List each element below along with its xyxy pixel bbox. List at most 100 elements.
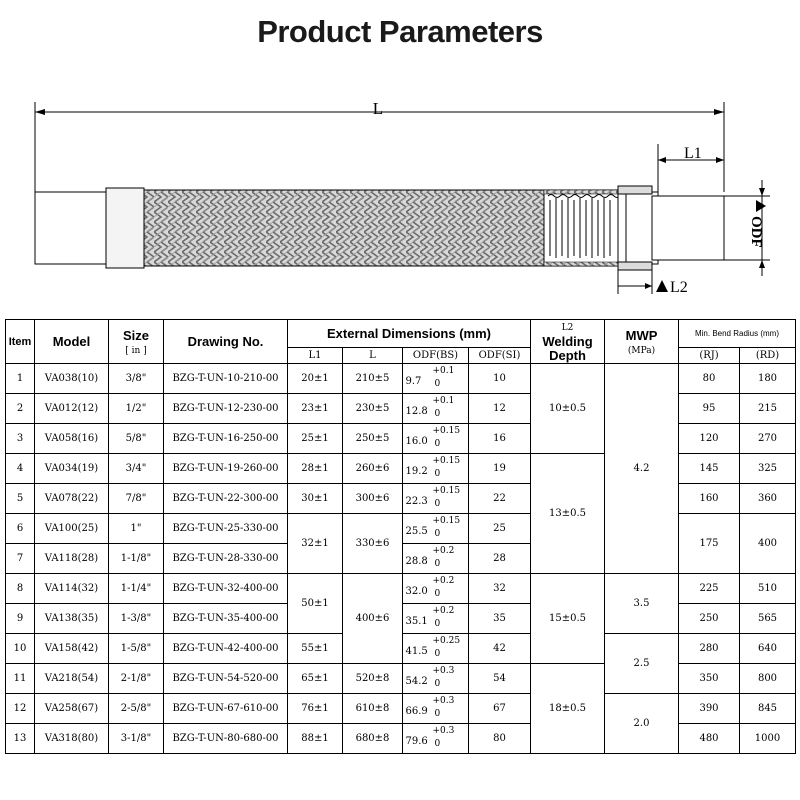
cell-model: VA012(12) [34, 393, 109, 424]
cell-odf-si: 32 [468, 573, 531, 604]
odf-value: 9.7 [405, 376, 422, 387]
cell-rd: 215 [739, 393, 796, 424]
cell-model: VA118(28) [34, 543, 109, 574]
header-size-label: Size [122, 327, 149, 343]
odf-value: 79.6 [405, 736, 428, 747]
odf-tol-lower: 0 [434, 679, 441, 689]
cell-drawing: BZG-T-UN-16-250-00 [163, 423, 288, 454]
cell-drawing: BZG-T-UN-32-400-00 [163, 573, 288, 604]
odf-tol-lower: 0 [434, 619, 441, 629]
cell-odf-si: 54 [468, 663, 531, 694]
cell-rj: 280 [678, 633, 740, 664]
cell-l: 210±5 [342, 363, 403, 394]
cell-item: 5 [5, 483, 35, 514]
cell-item: 10 [5, 633, 35, 664]
cell-model: VA058(16) [34, 423, 109, 454]
cell-size: 1-3/8" [108, 603, 164, 634]
header-drawing-no: Drawing No. [163, 319, 288, 364]
header-min-bend-radius: Min. Bend Radius (mm) [678, 319, 796, 348]
cell-rd: 800 [739, 663, 796, 694]
cell-drawing: BZG-T-UN-19-260-00 [163, 453, 288, 484]
odf-tol-lower: 0 [434, 499, 441, 509]
cell-l: 300±6 [342, 483, 403, 514]
odf-tol-upper: +0.25 [432, 636, 461, 646]
table-row: 2 VA012(12) 1/2" BZG-T-UN-12-230-00 23±1… [5, 393, 796, 424]
cell-drawing: BZG-T-UN-80-680-00 [163, 723, 288, 754]
cell-l: 260±6 [342, 453, 403, 484]
label-l1: L1 [684, 145, 702, 162]
cell-model: VA034(19) [34, 453, 109, 484]
odf-tol-lower: 0 [434, 739, 441, 749]
odf-tol-upper: +0.15 [432, 486, 461, 496]
odf-tol-upper: +0.3 [432, 696, 455, 706]
cell-odf-si: 16 [468, 423, 531, 454]
odf-value: 16.0 [405, 436, 428, 447]
odf-tol-upper: +0.15 [432, 516, 461, 526]
cell-l: 330±6 [342, 513, 403, 574]
cell-item: 9 [5, 603, 35, 634]
header-size: Size [ in ] [108, 319, 164, 364]
cell-welding-depth: 13±0.5 [530, 453, 605, 574]
cell-drawing: BZG-T-UN-12-230-00 [163, 393, 288, 424]
odf-tol-lower: 0 [434, 709, 441, 719]
cell-l1: 55±1 [287, 633, 343, 664]
header-l2-welding-depth: L2 Welding Depth [530, 319, 605, 364]
hose-drawing: L L1 [34, 99, 770, 296]
label-l2: L2 [670, 279, 688, 296]
cell-rj: 95 [678, 393, 740, 424]
cell-l: 400±6 [342, 573, 403, 664]
cell-rd: 360 [739, 483, 796, 514]
table-row: 5 VA078(22) 7/8" BZG-T-UN-22-300-00 30±1… [5, 483, 796, 514]
cell-odf-si: 28 [468, 543, 531, 574]
cell-l1: 50±1 [287, 573, 343, 634]
cell-l: 520±8 [342, 663, 403, 694]
cell-rd: 400 [739, 513, 796, 574]
cell-size: 2-1/8" [108, 663, 164, 694]
header-model: Model [34, 319, 109, 364]
cell-item: 4 [5, 453, 35, 484]
cell-model: VA038(10) [34, 363, 109, 394]
cell-rj: 80 [678, 363, 740, 394]
cell-l1: 76±1 [287, 693, 343, 724]
cell-model: VA138(35) [34, 603, 109, 634]
cell-item: 13 [5, 723, 35, 754]
odf-value: 41.5 [405, 646, 428, 657]
page-title: Product Parameters [257, 14, 543, 49]
odf-tol-lower: 0 [434, 559, 441, 569]
table-row: 11 VA218(54) 2-1/8" BZG-T-UN-54-520-00 6… [5, 663, 796, 754]
odf-value: 25.5 [405, 526, 428, 537]
cell-rj: 250 [678, 603, 740, 634]
cell-rd: 845 [739, 693, 796, 724]
header-l: L [342, 347, 403, 364]
odf-tol-upper: +0.15 [432, 426, 461, 436]
odf-value: 12.8 [405, 406, 428, 417]
table-row: 6 VA100(25) 1" BZG-T-UN-25-330-00 32±1 3… [5, 513, 796, 574]
header-size-unit: [ in ] [125, 345, 147, 356]
cell-item: 12 [5, 693, 35, 724]
cell-rd: 565 [739, 603, 796, 634]
cell-item: 2 [5, 393, 35, 424]
cell-l1: 28±1 [287, 453, 343, 484]
cell-size: 3/8" [108, 363, 164, 394]
cell-rj: 350 [678, 663, 740, 694]
cell-item: 6 [5, 513, 35, 544]
odf-value: 66.9 [405, 706, 428, 717]
cell-l1: 88±1 [287, 723, 343, 754]
cell-odf-si: 80 [468, 723, 531, 754]
cell-size: 5/8" [108, 423, 164, 454]
cell-odf-si: 67 [468, 693, 531, 724]
odf-tol-upper: +0.2 [432, 546, 455, 556]
cell-mwp: 2.0 [604, 693, 679, 754]
odf-tol-upper: +0.1 [432, 396, 455, 406]
cell-l: 250±5 [342, 423, 403, 454]
